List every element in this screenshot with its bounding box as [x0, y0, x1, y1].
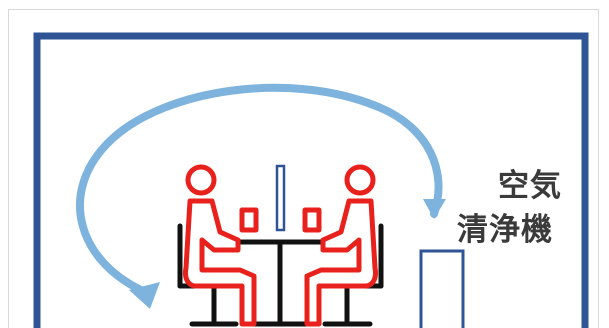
right-person-icon: [305, 167, 376, 324]
partition-panel-icon: [277, 166, 284, 230]
arrowhead-right-icon: [423, 199, 446, 219]
air-purifier-label-line2: 清浄機: [457, 204, 553, 249]
air-purifier-label-line1: 空気: [498, 160, 562, 205]
left-person-icon: [185, 167, 256, 324]
curved-arrow-icon: [80, 88, 439, 294]
air-purifier-icon: [421, 251, 463, 328]
